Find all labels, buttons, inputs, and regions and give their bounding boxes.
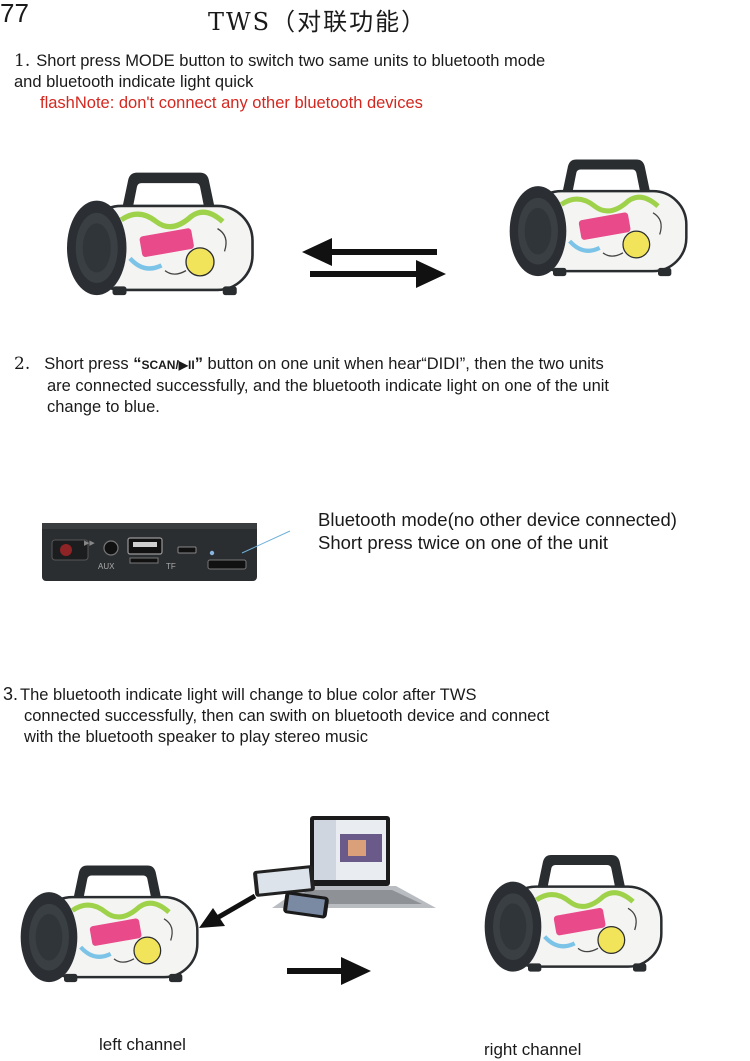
step-1-number: 1. — [14, 51, 30, 71]
speaker-image-top-left — [60, 167, 270, 299]
page-number: 77 — [0, 0, 29, 29]
control-panel-image: ▶▶ AUX TF — [42, 520, 257, 582]
arrow-right-icon — [285, 955, 375, 989]
scan-button-label: SCAN/▶II — [141, 358, 194, 372]
tf-label: TF — [166, 562, 176, 571]
step-3-number: 3. — [3, 684, 18, 704]
step-2: 2.Short press “SCAN/▶II” button on one u… — [14, 354, 609, 418]
step-3: 3.The bluetooth indicate light will chan… — [3, 684, 549, 748]
step-3-line-3: with the bluetooth speaker to play stere… — [3, 727, 549, 748]
arrow-to-left-speaker-icon — [195, 890, 265, 935]
bidirectional-arrows-icon — [300, 235, 450, 295]
step-2-line-3: change to blue. — [14, 397, 609, 418]
speaker-image-top-right — [503, 152, 703, 282]
speaker-image-right-channel — [478, 845, 678, 980]
bluetooth-mode-line-2: Short press twice on one of the unit — [318, 531, 677, 554]
devices-image — [252, 812, 442, 922]
step-3-line-1: The bluetooth indicate light will change… — [20, 686, 476, 704]
quote-close: ” — [195, 355, 203, 373]
step-2-line-2: are connected successfully, and the blue… — [14, 376, 609, 397]
speaker-image-left-channel — [14, 853, 214, 993]
left-channel-caption: left channel — [99, 1035, 186, 1055]
step-1-note: flashNote: don't connect any other bluet… — [14, 93, 545, 114]
step-1-line-2: and bluetooth indicate light quick — [14, 72, 545, 93]
bluetooth-mode-note: Bluetooth mode(no other device connected… — [318, 508, 677, 554]
right-channel-caption: right channel — [484, 1040, 581, 1060]
step-3-line-2: connected successfully, then can swith o… — [3, 706, 549, 727]
step-1-line-1: Short press MODE button to switch two sa… — [36, 52, 545, 70]
aux-label: AUX — [98, 562, 115, 571]
step-1: 1. Short press MODE button to switch two … — [14, 51, 545, 114]
svg-text:▶▶: ▶▶ — [84, 539, 95, 547]
page-title: TWS（对联功能） — [208, 2, 427, 37]
pointer-line — [240, 527, 300, 557]
step-2-pre: Short press — [44, 355, 133, 373]
step-2-post: button on one unit when hear“DIDI”, then… — [203, 355, 604, 373]
step-2-number: 2. — [14, 354, 30, 374]
bluetooth-mode-line-1: Bluetooth mode(no other device connected… — [318, 508, 677, 531]
